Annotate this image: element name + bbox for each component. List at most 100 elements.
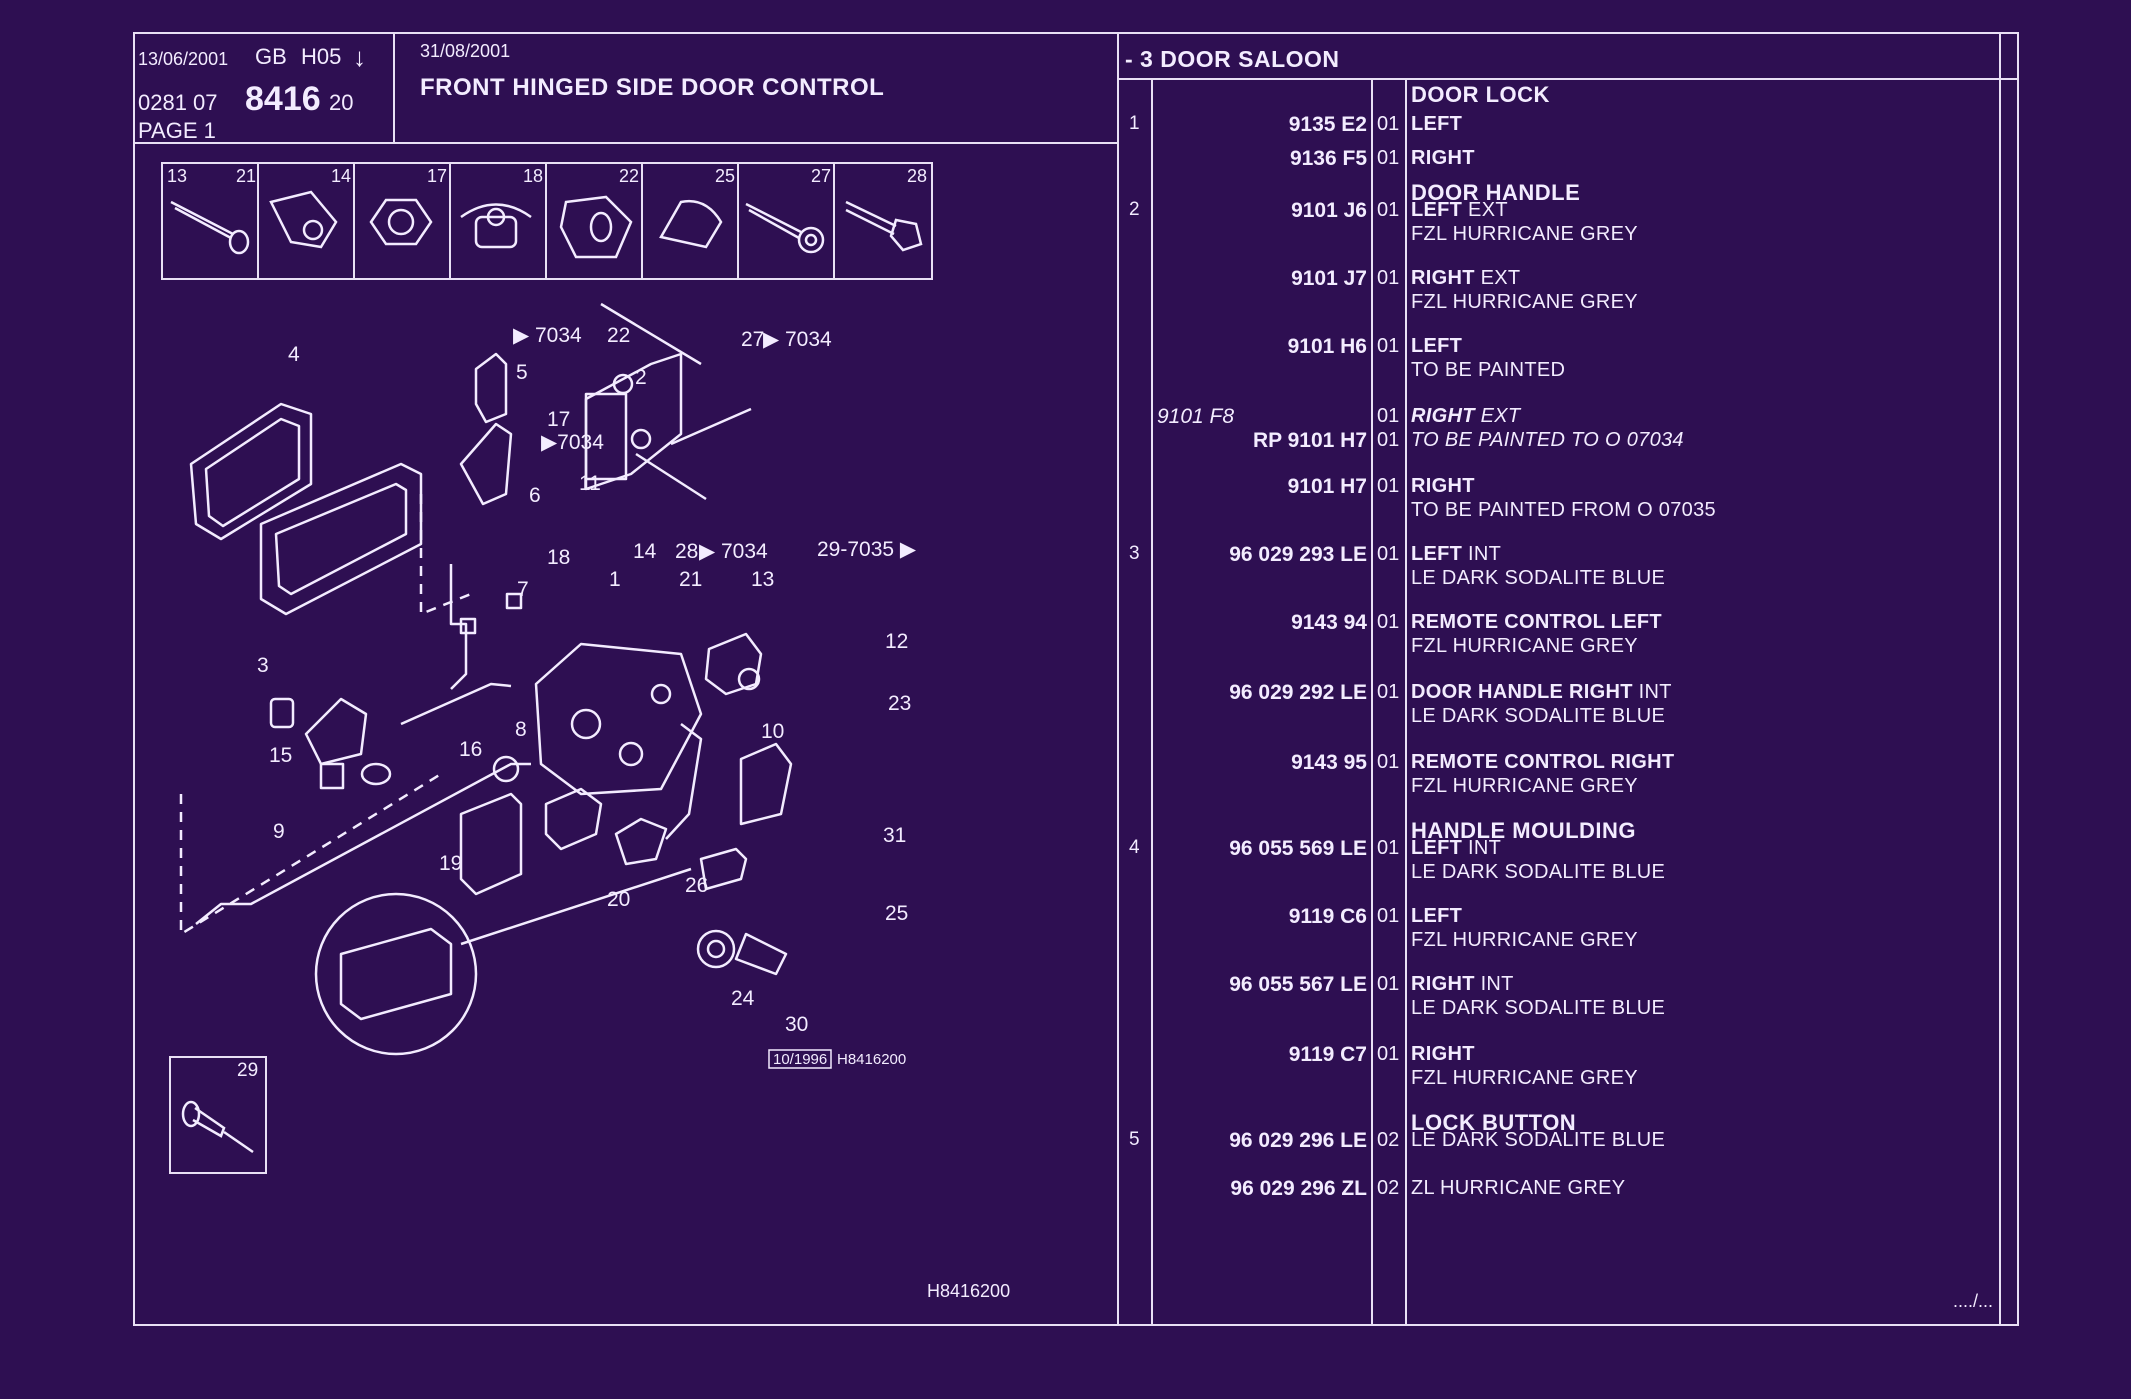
item-number: 1 (1129, 113, 1140, 134)
washer-screw-icon (745, 202, 825, 254)
description-line: FZL HURRICANE GREY (1411, 636, 1638, 656)
description-text: INT (1474, 973, 1514, 995)
description-line: ZL HURRICANE GREY (1411, 1178, 1625, 1198)
replacement-reference: RP 9101 H7 (1252, 429, 1367, 452)
description-line: RIGHT EXT (1411, 268, 1520, 288)
quantity: 01 (1377, 973, 1400, 995)
description-text: TO BE PAINTED (1411, 359, 1566, 381)
description-text: EXT (1462, 199, 1508, 221)
strip-num: 14 (331, 166, 351, 186)
callout: 8 (515, 718, 527, 741)
callout: 5 (516, 361, 528, 384)
part-reference: 9101 H7 (1287, 475, 1367, 498)
strip-num: 21 (236, 166, 256, 186)
quantity: 01 (1377, 837, 1400, 859)
callout: ▶ 7034 (513, 324, 582, 347)
item-number: 2 (1129, 199, 1140, 220)
strip-num: 27 (811, 166, 831, 186)
quantity: 01 (1377, 405, 1400, 427)
strip-num: 18 (523, 166, 543, 186)
catalogue-sheet: 13/06/2001 GB H05 ↓ 0281 07 8416 20 PAGE… (133, 32, 2019, 1326)
description-bold: RIGHT (1411, 1043, 1475, 1065)
description-bold: DOOR HANDLE RIGHT (1411, 681, 1633, 703)
callout: 13 (751, 568, 774, 591)
description-bold: RIGHT (1411, 475, 1475, 497)
nut-icon (369, 198, 433, 246)
description-bold: RIGHT (1411, 973, 1475, 995)
quantity: 02 (1377, 1129, 1400, 1151)
strip-num: 28 (907, 166, 927, 186)
callout: 20 (607, 888, 630, 911)
part-reference: 9101 J7 (1291, 267, 1367, 290)
description-text: INT (1462, 543, 1502, 565)
inset-num: 29 (237, 1060, 258, 1081)
quantity: 02 (1377, 1177, 1400, 1199)
bolt-icon (845, 200, 923, 252)
item-number: 5 (1129, 1129, 1140, 1150)
group-heading: LOCK BUTTON (1411, 1110, 1577, 1135)
rivet-icon (181, 1100, 254, 1154)
market-code: GB (255, 44, 287, 69)
ref-prefix: 0281 07 (138, 90, 218, 115)
part-reference: 9143 95 (1291, 751, 1367, 774)
part-reference: 9101 F8 (1157, 405, 1235, 428)
quantity: 01 (1377, 681, 1400, 703)
description-text: INT (1462, 837, 1502, 859)
quantity: 01 (1377, 335, 1400, 357)
description-text: LE DARK SODALITE BLUE (1411, 705, 1666, 727)
description-text: INT (1632, 681, 1672, 703)
down-arrow-icon: ↓ (353, 42, 366, 72)
description-bold: REMOTE CONTROL RIGHT (1411, 751, 1675, 773)
callout: 25 (885, 902, 908, 925)
callout: 23 (888, 692, 911, 715)
group-heading: DOOR HANDLE (1411, 180, 1581, 205)
description-bold: LEFT (1411, 335, 1463, 357)
callout: 11 (579, 472, 601, 495)
description-line: LEFT (1411, 114, 1462, 134)
rivet-inset: 29 (169, 1056, 267, 1174)
description-bold: RIGHT (1411, 147, 1475, 169)
description-text: LE DARK SODALITE BLUE (1411, 997, 1666, 1019)
description-bold: LEFT (1411, 199, 1463, 221)
part-reference: 9136 F5 (1289, 147, 1367, 170)
description-text: ZL HURRICANE GREY (1411, 1177, 1626, 1199)
callout: 21 (679, 568, 702, 591)
page-label: PAGE 1 (138, 118, 216, 143)
description-line: LE DARK SODALITE BLUE (1411, 706, 1665, 726)
callout: 14 (633, 540, 657, 563)
description-line: LE DARK SODALITE BLUE (1411, 568, 1665, 588)
quantity: 01 (1377, 611, 1400, 633)
description-text: FZL HURRICANE GREY (1411, 775, 1638, 797)
part-reference: 96 029 293 LE (1229, 543, 1367, 566)
callout: 29-7035 ▶ (817, 538, 917, 561)
description-line: RIGHT EXT (1411, 406, 1520, 426)
callout: 2 (635, 366, 647, 389)
part-reference: 96 029 296 LE (1229, 1129, 1367, 1152)
cage-nut-icon (460, 203, 532, 249)
page-title: FRONT HINGED SIDE DOOR CONTROL (420, 74, 885, 101)
callout: 30 (785, 1013, 808, 1036)
quantity: 01 (1377, 113, 1400, 135)
part-reference: 96 055 567 LE (1229, 973, 1367, 996)
group-heading: DOOR LOCK (1411, 82, 1550, 107)
callout: 31 (883, 824, 906, 847)
group-heading: HANDLE MOULDING (1411, 818, 1637, 843)
callout: 1 (609, 568, 621, 591)
description-text: FZL HURRICANE GREY (1411, 291, 1638, 313)
quantity: 01 (1377, 1043, 1400, 1065)
strip-num: 17 (427, 166, 447, 186)
callout: 7 (517, 578, 529, 601)
callout: 12 (885, 630, 908, 653)
sleeve-nut-icon (559, 195, 633, 259)
description-line: LE DARK SODALITE BLUE (1411, 998, 1665, 1018)
callout: 6 (529, 484, 541, 507)
part-reference: 9119 C7 (1288, 1043, 1367, 1066)
description-line: LE DARK SODALITE BLUE (1411, 1130, 1665, 1150)
callout: 10 (761, 720, 784, 743)
item-number: 4 (1129, 837, 1140, 858)
description-bold: REMOTE CONTROL LEFT (1411, 611, 1662, 633)
callout: 3 (257, 654, 269, 677)
part-reference: 9135 E2 (1288, 113, 1367, 136)
description-line: LE DARK SODALITE BLUE (1411, 862, 1665, 882)
description-line: RIGHT (1411, 1044, 1475, 1064)
